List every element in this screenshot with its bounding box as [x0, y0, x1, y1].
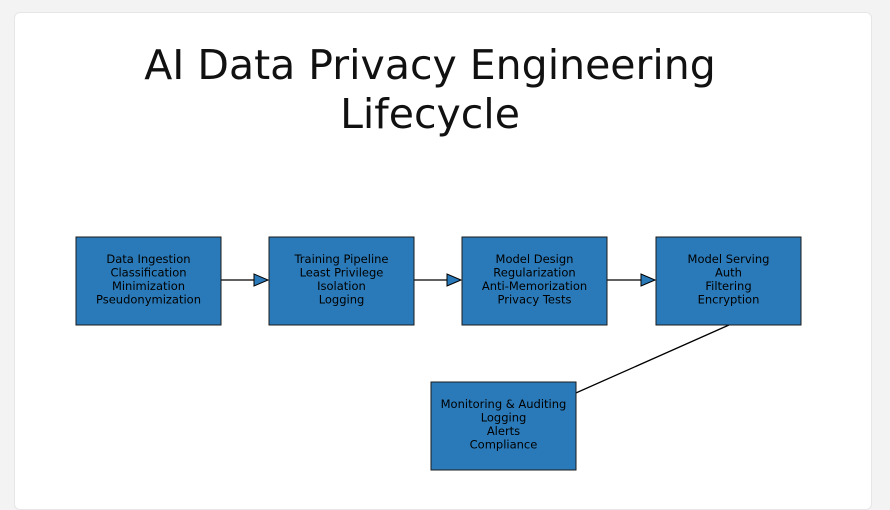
edge-training-to-design — [414, 273, 463, 287]
node-box-ingestion — [75, 236, 222, 326]
node-label-ingestion-0: Data Ingestion — [106, 252, 190, 266]
node-label-training-1: Least Privilege — [300, 266, 384, 280]
edge-ingestion-to-training — [221, 273, 270, 287]
node-ingestion: Data IngestionClassificationMinimization… — [75, 236, 222, 326]
edge-ingestion-to-training-head — [253, 273, 270, 287]
node-design: Model DesignRegularizationAnti-Memorizat… — [461, 236, 608, 326]
node-label-training-3: Logging — [319, 293, 365, 307]
edge-training-to-design-head — [446, 273, 463, 287]
edge-design-to-serving — [607, 273, 657, 287]
node-label-monitoring-3: Compliance — [470, 438, 538, 452]
node-label-design-3: Privacy Tests — [498, 293, 572, 307]
node-label-ingestion-1: Classification — [110, 266, 186, 280]
node-label-serving-3: Encryption — [698, 293, 760, 307]
title-line-2: Lifecycle — [340, 90, 520, 138]
node-label-monitoring-1: Logging — [481, 411, 527, 425]
node-label-serving-2: Filtering — [705, 279, 751, 293]
node-box-monitoring — [430, 381, 577, 471]
node-label-design-0: Model Design — [496, 252, 574, 266]
node-monitoring: Monitoring & AuditingLoggingAlertsCompli… — [430, 381, 577, 471]
node-box-design — [461, 236, 608, 326]
node-label-ingestion-2: Minimization — [112, 279, 185, 293]
diagram-title: AI Data Privacy Engineering Lifecycle — [0, 41, 860, 139]
node-box-training — [268, 236, 415, 326]
node-label-monitoring-0: Monitoring & Auditing — [441, 397, 567, 411]
node-label-design-1: Regularization — [493, 266, 575, 280]
node-box-serving — [655, 236, 802, 326]
node-label-ingestion-3: Pseudonymization — [96, 293, 201, 307]
node-label-serving-0: Model Serving — [688, 252, 770, 266]
edge-design-to-serving-head — [640, 273, 657, 287]
title-line-1: AI Data Privacy Engineering — [144, 41, 716, 89]
node-label-training-0: Training Pipeline — [293, 252, 388, 266]
node-label-serving-1: Auth — [715, 266, 742, 280]
node-label-monitoring-2: Alerts — [487, 424, 520, 438]
nodes-layer: Data IngestionClassificationMinimization… — [75, 236, 802, 471]
node-label-design-2: Anti-Memorization — [482, 279, 587, 293]
node-label-training-2: Isolation — [317, 279, 366, 293]
